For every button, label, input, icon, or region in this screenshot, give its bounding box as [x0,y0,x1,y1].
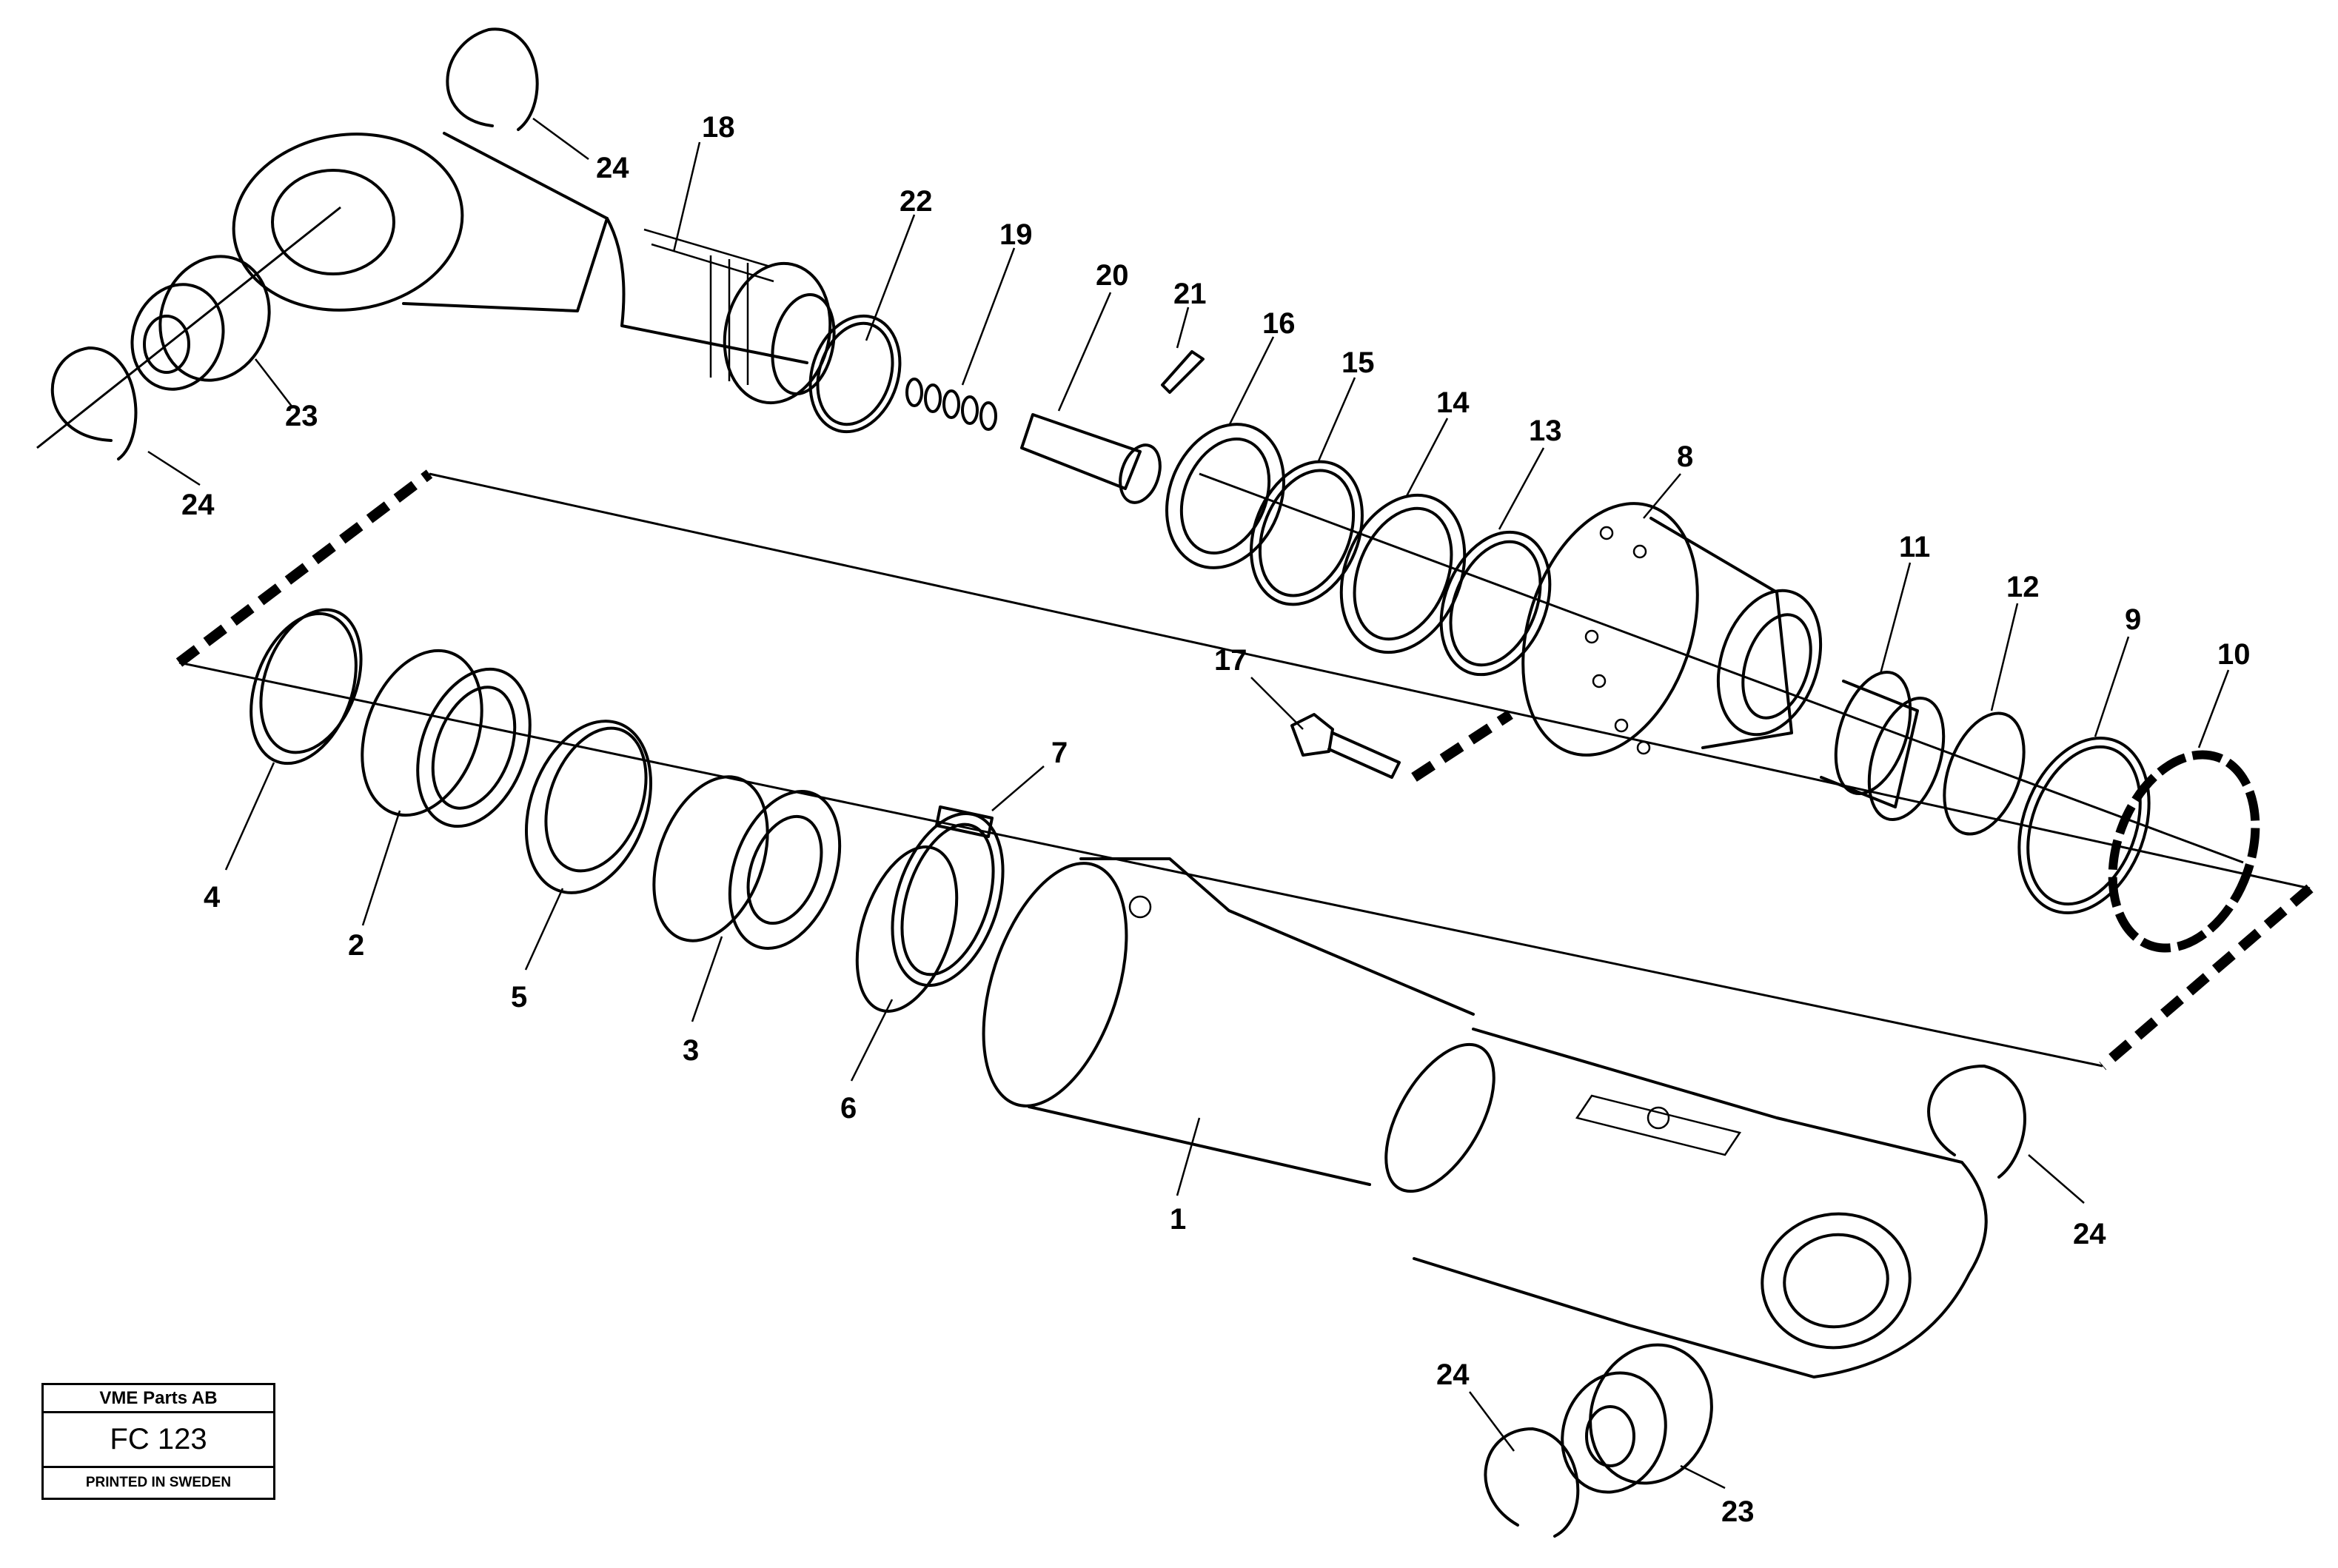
callout-24-right: 24 [2073,1218,2106,1250]
retaining-ring-24-top [446,27,539,131]
callout-21: 21 [1173,278,1207,310]
cylinder-head-part-8 [1521,502,1823,757]
bearing-part-23-lower [1561,1343,1713,1494]
callout-24-top: 24 [596,152,629,184]
ring-part-9 [2017,736,2151,915]
piston-part-2 [361,649,532,828]
callout-15: 15 [1341,346,1375,379]
callout-18: 18 [702,111,735,144]
seal-part-15 [1250,460,1364,606]
seal-part-5 [524,720,653,894]
leader-lines [147,117,2230,1490]
callout-7: 7 [1051,737,1068,769]
callout-11: 11 [1899,531,1930,563]
callout-23-upper: 23 [285,400,318,432]
callout-14: 14 [1436,386,1470,419]
company-name: VME Parts AB [44,1385,273,1413]
spring-part-19 [905,378,997,431]
callout-24-bottom: 24 [1436,1358,1470,1391]
seal-part-10 [2108,750,2260,953]
callout-labels: 18 24 23 24 22 19 20 21 16 15 14 13 8 11… [181,111,2251,1528]
callout-24-left: 24 [181,489,215,521]
upper-assembly-axis [36,206,2244,864]
seal-part-13 [1439,530,1552,677]
callout-13: 13 [1529,415,1562,447]
callout-8: 8 [1677,440,1693,473]
callout-16: 16 [1262,307,1296,340]
callout-4: 4 [204,881,221,914]
piston-rod-part-18 [232,132,836,405]
callout-3: 3 [683,1034,699,1067]
retaining-ring-24-bottom [1484,1427,1580,1538]
callout-20: 20 [1096,259,1129,292]
pin-part-21 [1161,350,1205,394]
bushing-part-11 [1820,670,1946,822]
callout-22: 22 [900,185,933,218]
guide-ring-part-6 [855,811,1005,1013]
callout-17: 17 [1214,644,1247,677]
callout-6: 6 [840,1092,857,1125]
ring-part-16 [1165,423,1285,569]
ring-part-12 [1943,711,2026,836]
cylinder-tube-part-1 [982,857,1988,1378]
callout-12: 12 [2006,571,2040,603]
callout-10: 10 [2217,638,2251,671]
callout-2: 2 [348,929,364,962]
callout-9: 9 [2125,603,2141,636]
retaining-ring-24-right [1927,1065,2026,1179]
callout-5: 5 [511,981,527,1013]
assembly-boundary [175,469,2314,1071]
callout-19: 19 [999,218,1033,251]
drawing-code: FC 123 [44,1413,273,1468]
callout-23-lower: 23 [1721,1495,1755,1528]
title-block: VME Parts AB FC 123 PRINTED IN SWEDEN [41,1383,275,1500]
printed-note: PRINTED IN SWEDEN [85,1475,232,1490]
retaining-ring-24-left [50,346,138,460]
bolt-part-17 [1290,713,1401,779]
callout-1: 1 [1170,1203,1186,1236]
nut-part-3 [652,775,842,950]
bearing-part-23-upper [130,255,271,391]
seal-part-22 [808,314,902,434]
valve-part-20 [1020,413,1162,504]
ring-part-4 [249,608,363,765]
ring-part-14 [1339,493,1467,654]
